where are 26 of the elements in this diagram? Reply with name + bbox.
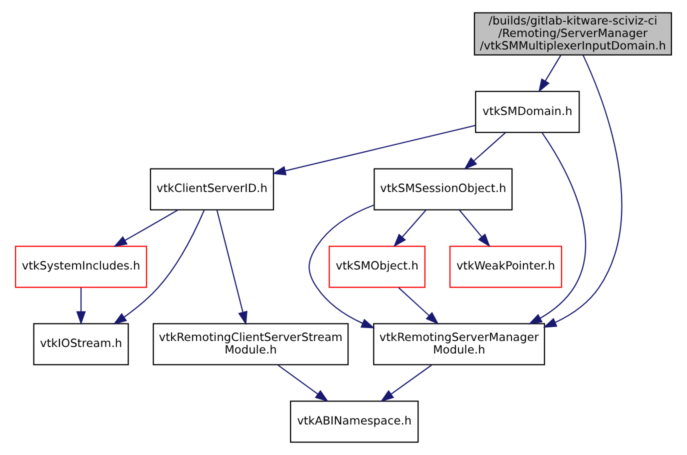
arrow bbox=[380, 364, 432, 402]
arrow bbox=[538, 55, 562, 92]
arrow bbox=[278, 364, 329, 402]
node-box: vtkABINamespace.h bbox=[290, 400, 419, 443]
node-box: vtkSMDomain.h bbox=[475, 90, 580, 133]
arrow bbox=[398, 287, 439, 325]
arrow bbox=[113, 210, 205, 325]
arrow bbox=[216, 210, 248, 326]
node-box: vtkSystemIncludes.h bbox=[14, 246, 148, 288]
node-box: vtkSMObject.h bbox=[328, 246, 426, 288]
arrow bbox=[393, 210, 426, 248]
node-box: vtkRemotingClientServerStreamModule.h bbox=[152, 323, 349, 366]
node-box: vtkWeakPointer.h bbox=[449, 246, 562, 288]
arrow bbox=[459, 210, 490, 248]
node-box: vtkRemotingServerManagerModule.h bbox=[373, 323, 546, 366]
node-box: vtkSMSessionObject.h bbox=[374, 168, 513, 210]
arrow bbox=[76, 288, 86, 325]
arrow bbox=[308, 204, 375, 328]
arrow bbox=[542, 54, 622, 328]
arrow bbox=[464, 132, 506, 170]
arrow bbox=[113, 210, 178, 248]
node-box: vtkIOStream.h bbox=[33, 323, 129, 366]
arrow bbox=[272, 124, 476, 176]
node-box: /builds/gitlab-kitware-sciviz-ci/Remoting/ServerManager/vtkSMMultiplexerInputDomain.h bbox=[474, 12, 672, 56]
node-box: vtkClientServerID.h bbox=[150, 168, 274, 210]
arrow bbox=[528, 132, 586, 324]
